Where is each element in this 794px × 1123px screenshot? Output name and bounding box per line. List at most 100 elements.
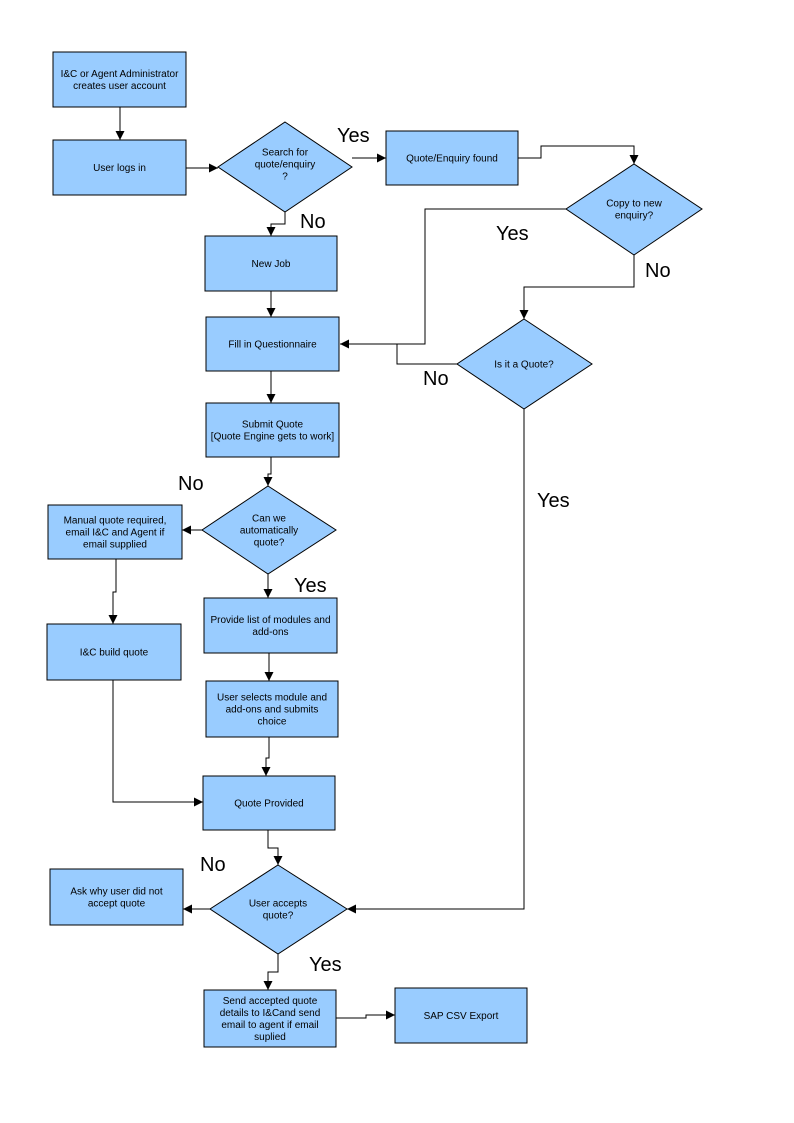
edge-icbuild-to-provided	[112, 680, 203, 807]
edge-selects-to-provided	[261, 737, 271, 776]
node-label: Manual quote required,email I&C and Agen…	[64, 516, 167, 551]
node-label-line: quote/enquiry	[255, 160, 316, 171]
node-label-line: I&C or Agent Administrator	[61, 69, 180, 80]
node-label-line: Send accepted quote	[223, 996, 318, 1007]
node-new-job: New Job	[204, 235, 338, 292]
node-label-line: User selects module and	[217, 693, 327, 704]
node-label-line: suplied	[254, 1032, 286, 1043]
node-label: SAP CSV Export	[424, 1011, 499, 1022]
node-label: Quote Provided	[234, 799, 304, 810]
node-label-line: details to I&Cand send	[220, 1008, 321, 1019]
edge-search-to-newjob	[266, 212, 286, 236]
node-label: Quote/Enquiry found	[406, 154, 498, 165]
node-label: Fill in Questionnaire	[228, 340, 317, 351]
node-label-line: Quote/Enquiry found	[406, 154, 498, 165]
edge-isquote-to-accepts	[347, 409, 525, 914]
edge-found-to-copy	[518, 145, 639, 164]
node-label-line: email I&C and Agent if	[66, 528, 165, 539]
node-manual-quote: Manual quote required,email I&C and Agen…	[47, 504, 183, 560]
edge-send-to-sap	[336, 1010, 395, 1020]
node-label-line: choice	[258, 717, 287, 728]
decision-is-quote: Is it a Quote?	[456, 318, 593, 410]
label-is-quote-yes: Yes	[537, 490, 570, 512]
node-user-logs-in: User logs in	[52, 139, 187, 196]
node-label-line: automatically	[240, 526, 298, 537]
label-search-yes: Yes	[337, 125, 370, 147]
edge-copy-to-isquote	[519, 255, 635, 319]
label-copy-yes: Yes	[496, 223, 529, 245]
node-label: Submit Quote[Quote Engine gets to work]	[211, 420, 335, 443]
node-label-line: add-ons	[252, 627, 288, 638]
node-submit-quote: Submit Quote[Quote Engine gets to work]	[205, 402, 340, 458]
node-ic-build-quote: I&C build quote	[46, 623, 182, 681]
node-label-line: SAP CSV Export	[424, 1011, 499, 1022]
node-sap-export: SAP CSV Export	[394, 987, 528, 1044]
node-label-line: Submit Quote	[242, 420, 304, 431]
node-label-line: Quote Provided	[234, 799, 304, 810]
label-accepts-no: No	[200, 854, 226, 876]
label-copy-no: No	[645, 260, 671, 282]
edge-copy-to-fill	[340, 208, 566, 349]
node-fill-questionnaire: Fill in Questionnaire	[205, 316, 340, 372]
edge-accepts-to-send	[263, 954, 279, 990]
node-label-line: Is it a Quote?	[494, 360, 554, 371]
node-label-line: creates user account	[73, 81, 166, 92]
connectors	[108, 107, 639, 1020]
node-label-line: Ask why user did not	[70, 887, 162, 898]
node-label-line: Can we	[252, 514, 286, 525]
edge-manual-to-icbuild	[108, 559, 118, 624]
node-label: New Job	[252, 259, 291, 270]
node-label-line: Search for	[262, 148, 309, 159]
node-label-line: New Job	[252, 259, 291, 270]
label-accepts-yes: Yes	[309, 954, 342, 976]
node-label-line: add-ons and submits	[226, 705, 319, 716]
label-auto-no: No	[178, 473, 204, 495]
node-label-line: email supplied	[83, 540, 147, 551]
node-quote-provided: Quote Provided	[202, 775, 336, 831]
node-label: User logs in	[93, 163, 146, 174]
label-is-quote-no: No	[423, 368, 449, 390]
node-label: Is it a Quote?	[494, 360, 554, 371]
node-label-line: Manual quote required,	[64, 516, 167, 527]
node-label-line: User logs in	[93, 163, 146, 174]
edge-submit-to-auto	[263, 457, 273, 486]
node-label-line: [Quote Engine gets to work]	[211, 432, 335, 443]
node-label-line: quote?	[263, 911, 294, 922]
node-label-line: ?	[282, 172, 288, 183]
label-search-no: No	[300, 211, 326, 233]
node-label-line: User accepts	[249, 899, 307, 910]
label-auto-yes: Yes	[294, 575, 327, 597]
node-label-line: email to agent if email	[221, 1020, 318, 1031]
node-quote-found: Quote/Enquiry found	[385, 130, 519, 186]
node-label-line: Copy to new	[606, 199, 662, 210]
edge-labels: Yes No Yes No No Yes No Yes No Yes	[178, 125, 671, 976]
node-label-line: Provide list of modules and	[210, 615, 330, 626]
node-label-line: accept quote	[88, 899, 146, 910]
node-label: I&C build quote	[80, 648, 149, 659]
edge-isquote-to-fill	[396, 344, 457, 365]
node-label-line: Fill in Questionnaire	[228, 340, 317, 351]
edge-provided-to-accepts	[267, 830, 283, 865]
node-label-line: quote?	[254, 538, 285, 549]
node-label-line: I&C build quote	[80, 648, 149, 659]
node-label-line: enquiry?	[615, 211, 654, 222]
